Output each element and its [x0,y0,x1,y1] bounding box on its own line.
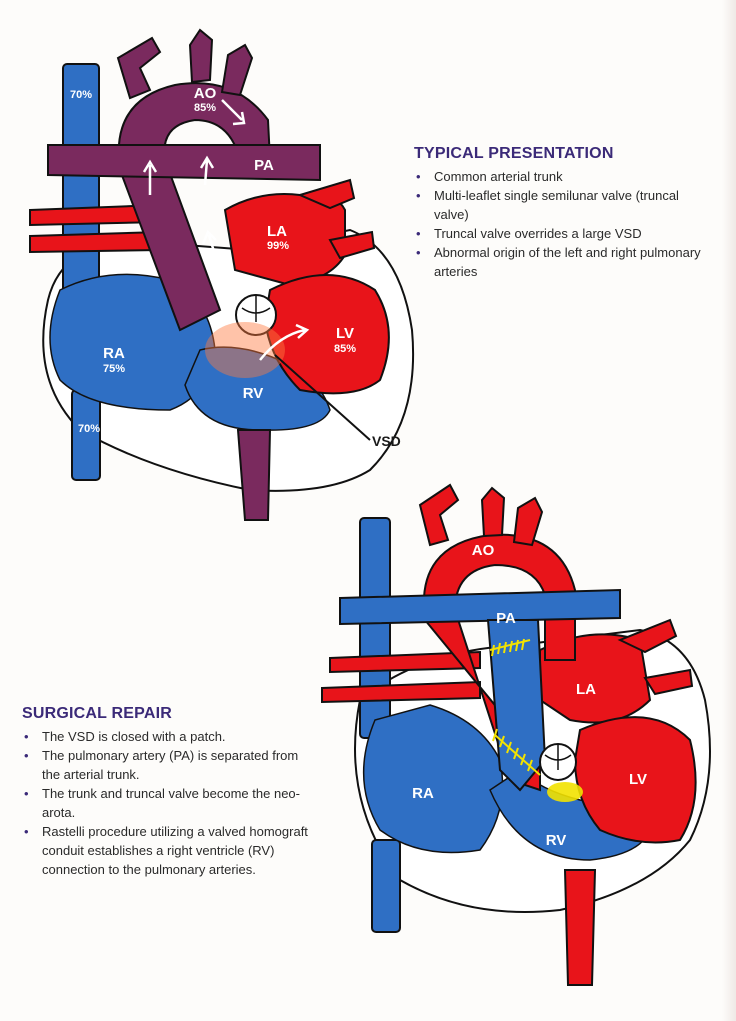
pulmonary-artery [47,144,321,182]
list-item: Abnormal origin of the left and right pu… [414,243,704,281]
label-ao-top: AO [194,85,217,102]
descending-aorta [236,429,272,521]
label-la-top: LA [267,223,287,240]
label-lv-top: LV [336,325,354,342]
label-ivc-sat: 70% [78,423,100,435]
list-item: Common arterial trunk [414,167,704,186]
suture-lines [489,638,541,776]
svc-vessel-bottom [359,517,391,739]
ivc-vessel [71,389,101,481]
page-edge-shadow [722,0,736,1021]
surgical-repair-list: The VSD is closed with a patch. The pulm… [22,727,312,879]
list-item: Truncal valve overrides a large VSD [414,224,704,243]
list-item: Multi-leaflet single semilunar valve (tr… [414,186,704,224]
list-item: The trunk and truncal valve become the n… [22,784,312,822]
label-ao-sat-top: 85% [194,102,216,114]
vsd-glow [205,322,285,378]
label-lv-sat-top: 85% [334,343,356,355]
label-ra-top: RA [103,345,125,362]
aortic-branch-3 [220,43,254,97]
ivc-vessel-bottom [371,839,401,933]
label-vsd: VSD [372,433,401,449]
vsd-pointer-line [274,354,371,441]
label-rv-bottom: RV [546,832,567,849]
label-lv-bottom: LV [629,771,647,788]
pulm-vein-bottom-1 [329,650,481,674]
descending-aorta-bottom [563,869,597,986]
label-la-bottom: LA [576,681,596,698]
rv-pa-conduit [486,619,547,792]
heart-top-diagram [29,28,415,521]
list-item: The pulmonary artery (PA) is separated f… [22,746,312,784]
typical-presentation-list: Common arterial trunk Multi-leaflet sing… [414,167,704,281]
pulm-vein-bottom-r2 [643,668,694,696]
label-ra-sat-top: 75% [103,363,125,375]
right-atrium-bottom [362,704,504,854]
pulmonary-artery-bottom [339,588,621,626]
aortic-branch-2 [188,28,214,84]
list-item: The VSD is closed with a patch. [22,727,312,746]
heart-bottom-diagram [321,483,711,986]
surgical-repair-title: SURGICAL REPAIR [22,705,172,722]
list-item: Rastelli procedure utilizing a valved ho… [22,822,312,879]
label-svc-sat: 70% [70,89,92,101]
flow-arrows [142,99,310,361]
pulm-vein-bottom-r1 [617,618,678,654]
vsd-patch [547,782,583,802]
left-ventricle-bottom [573,716,697,844]
label-rv-top: RV [243,385,264,402]
typical-presentation-panel: TYPICAL PRESENTATION Common arterial tru… [414,145,704,281]
label-pa-top: PA [254,157,274,174]
aortic-branch-1 [116,36,162,100]
neo-aorta-branch-2 [480,486,506,538]
label-ao-bottom: AO [472,542,495,559]
pulmonary-vein-right-2 [328,230,376,260]
typical-presentation-title: TYPICAL PRESENTATION [414,145,614,162]
pulmonary-vein-right-1 [297,178,356,210]
surgical-repair-panel: SURGICAL REPAIR The VSD is closed with a… [22,705,312,879]
label-ra-bottom: RA [412,785,434,802]
pulm-vein-bottom-2 [321,680,481,704]
pulmonary-vein-left-2 [29,230,161,254]
label-pa-bottom: PA [496,610,516,627]
neo-aorta-branch-1 [418,483,460,547]
neo-aorta-branch-3 [512,496,544,547]
left-ventricle [263,274,390,395]
label-la-sat-top: 99% [267,240,289,252]
